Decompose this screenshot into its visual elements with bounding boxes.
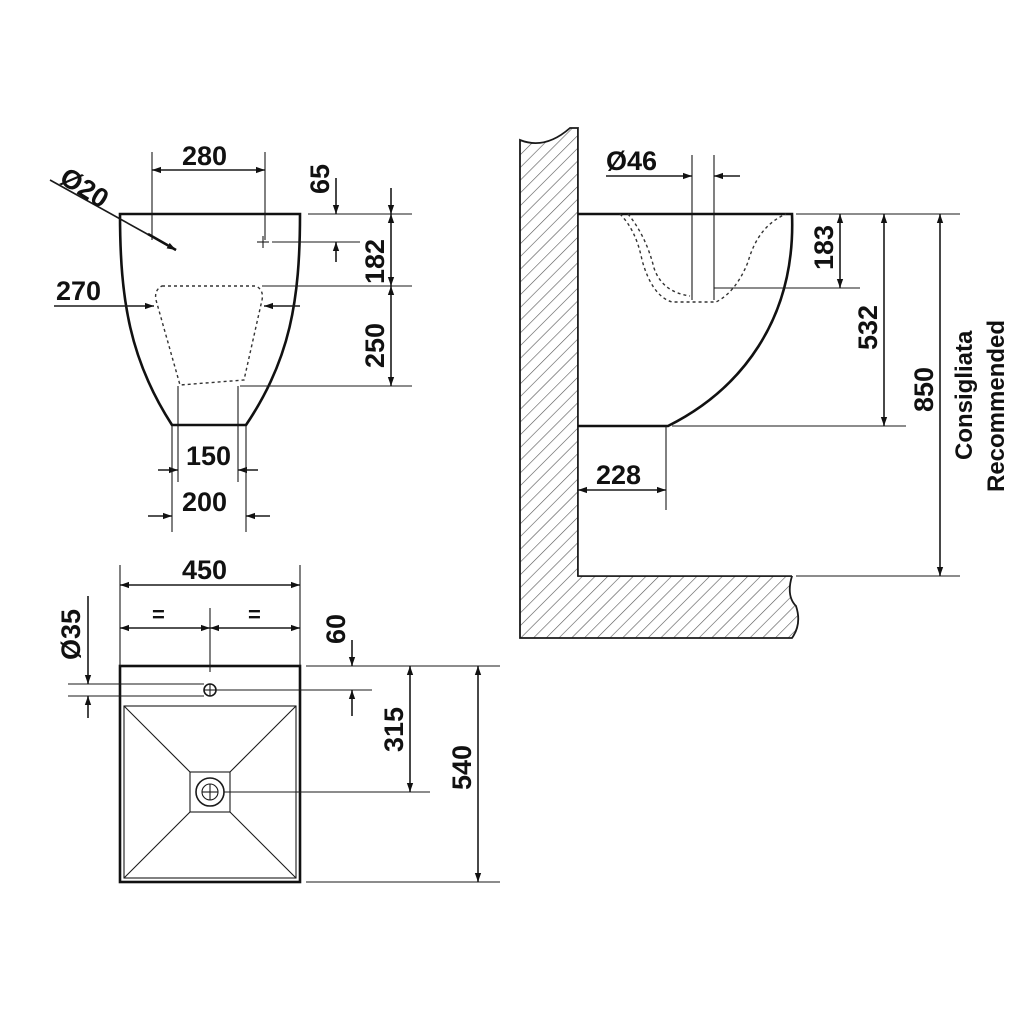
equal-right: = [248,602,261,627]
equal-left: = [152,602,165,627]
side-view: Ø46 183 532 850 Consigliata Recommended … [519,127,1010,639]
dim-270: 270 [56,276,101,306]
dim-dia-46: Ø46 [606,146,657,176]
label-consigliata: Consigliata [951,330,978,460]
dim-200: 200 [182,487,227,517]
label-recommended: Recommended [983,320,1010,492]
front-bowl-hidden-line [154,285,264,386]
front-view: 280 Ø20 65 182 250 270 150 [49,141,412,532]
side-basin-outline [578,212,794,428]
dim-65: 65 [305,164,335,194]
dim-228: 228 [596,460,641,490]
dim-450: 450 [182,555,227,585]
dim-850: 850 [909,367,939,412]
side-bowl-hidden-line [619,213,787,303]
dim-182: 182 [360,239,390,284]
dim-315: 315 [379,707,409,752]
top-view: 450 = = Ø35 60 315 540 [56,555,500,884]
dim-60: 60 [321,614,351,644]
front-basin-outline [118,212,302,427]
dim-dia-35: Ø35 [56,609,86,660]
dim-150: 150 [186,441,231,471]
dim-dia-20: Ø20 [55,162,114,214]
dim-280: 280 [182,141,227,171]
top-basin-outline [118,664,302,884]
dim-532: 532 [853,305,883,350]
wall-floor-section [519,127,800,639]
dim-183: 183 [809,225,839,270]
dim-540: 540 [447,745,477,790]
dim-250: 250 [360,323,390,368]
